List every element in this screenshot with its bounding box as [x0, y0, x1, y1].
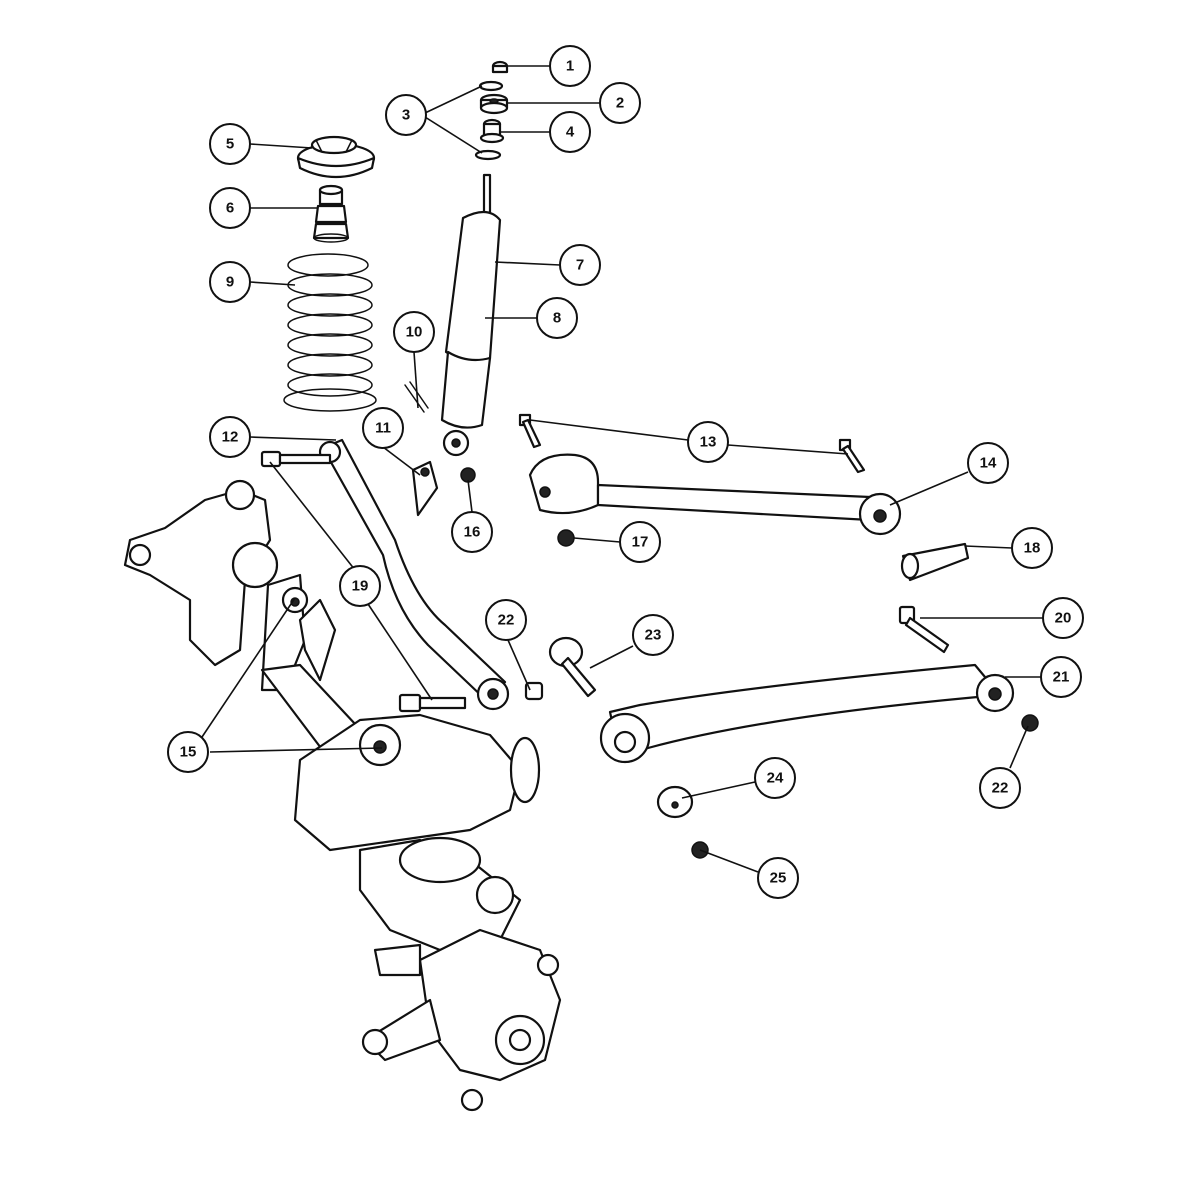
bolt-20: [898, 605, 950, 654]
callout-3: 3: [385, 94, 427, 136]
callout-19: 19: [339, 565, 381, 607]
shock-absorber: [440, 173, 502, 457]
track-bar: [318, 438, 510, 711]
callout-20: 20: [1042, 597, 1084, 639]
callout-5: 5: [209, 123, 251, 165]
callout-label: 9: [226, 274, 234, 291]
shock-upper-bushing: [479, 93, 509, 115]
cotter-pin: [404, 381, 429, 413]
callout-label: 13: [700, 434, 717, 451]
callout-label: 4: [566, 124, 575, 141]
shock-lower-bushing: [479, 118, 505, 144]
nut-22-left: [524, 681, 544, 701]
nut-16: [460, 467, 476, 483]
callout-25: 25: [757, 857, 799, 899]
callout-label: 17: [632, 534, 649, 551]
callout-22-right: 22: [979, 767, 1021, 809]
spring-isolator: [296, 135, 376, 178]
bolt-23: [548, 636, 597, 698]
callout-label: 16: [464, 524, 481, 541]
callout-label: 7: [576, 257, 584, 274]
nut-22-right: [1021, 714, 1039, 732]
bolt-13-left: [518, 413, 542, 449]
callout-label: 19: [352, 578, 369, 595]
callout-24: 24: [754, 757, 796, 799]
bushing-24: [656, 785, 694, 819]
callout-label: 1: [566, 58, 574, 75]
callout-label: 12: [222, 429, 239, 446]
callout-14: 14: [967, 442, 1009, 484]
callout-11: 11: [362, 407, 404, 449]
bolt-13-right: [838, 438, 866, 474]
callout-7: 7: [559, 244, 601, 286]
callout-label: 3: [402, 107, 410, 124]
callout-2: 2: [599, 82, 641, 124]
callout-16: 16: [451, 511, 493, 553]
callout-label: 2: [616, 95, 624, 112]
callout-15: 15: [167, 731, 209, 773]
callout-21: 21: [1040, 656, 1082, 698]
callout-label: 8: [553, 310, 561, 327]
callout-1: 1: [549, 45, 591, 87]
callout-label: 5: [226, 136, 234, 153]
callout-label: 15: [180, 744, 197, 761]
sway-bar-link-bracket: [411, 460, 439, 517]
callout-label: 23: [645, 627, 662, 644]
shock-nut: [491, 60, 509, 74]
nut-17: [557, 529, 575, 547]
leader-lines: [199, 65, 1043, 873]
callout-label: 25: [770, 870, 787, 887]
callout-6: 6: [209, 187, 251, 229]
callout-9: 9: [209, 261, 251, 303]
callout-22-left: 22: [485, 599, 527, 641]
callout-label: 21: [1053, 669, 1070, 686]
callout-label: 10: [406, 324, 423, 341]
front-axle-assembly: [123, 479, 562, 1112]
bolt-19: [398, 693, 467, 713]
shock-upper-washer: [478, 80, 504, 92]
callout-label: 24: [767, 770, 784, 787]
callout-23: 23: [632, 614, 674, 656]
coil-spring: [283, 253, 377, 412]
callout-label: 20: [1055, 610, 1072, 627]
callout-label: 18: [1024, 540, 1041, 557]
callout-8: 8: [536, 297, 578, 339]
jounce-bumper: [312, 184, 350, 243]
upper-control-arm: [528, 453, 902, 536]
lower-control-arm: [599, 663, 1015, 764]
callout-label: 22: [498, 612, 515, 629]
callout-12: 12: [209, 416, 251, 458]
callout-label: 22: [992, 780, 1009, 797]
callout-label: 14: [980, 455, 997, 472]
callout-18: 18: [1011, 527, 1053, 569]
callout-10: 10: [393, 311, 435, 353]
bushing-sleeve-18: [900, 542, 970, 582]
callout-4: 4: [549, 111, 591, 153]
callout-label: 11: [375, 420, 391, 437]
callout-13: 13: [687, 421, 729, 463]
bolt-12: [260, 450, 332, 468]
callout-17: 17: [619, 521, 661, 563]
callout-label: 6: [226, 200, 234, 217]
